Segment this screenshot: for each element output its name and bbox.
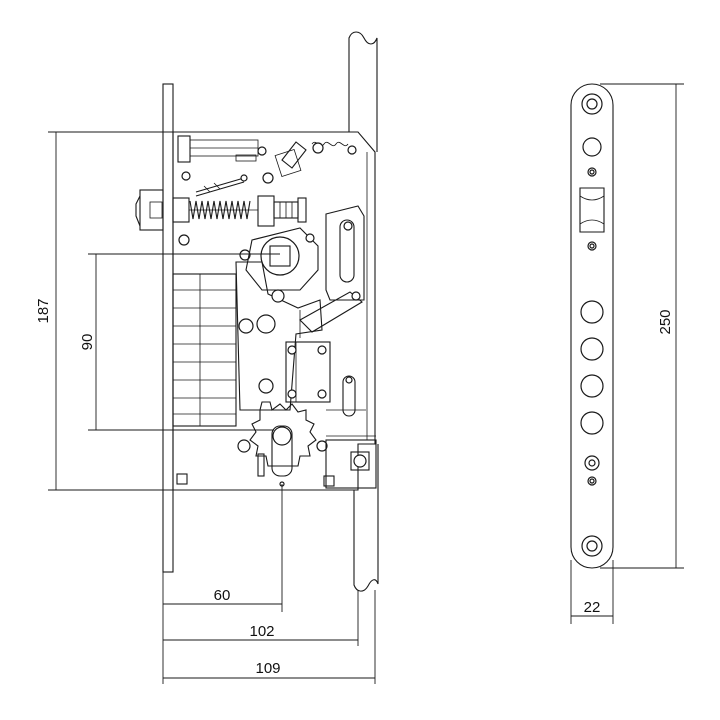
dimension-102: 102 xyxy=(163,590,359,646)
dim-250-text: 250 xyxy=(657,309,674,334)
dim-109-text: 109 xyxy=(255,660,280,677)
dimension-187: 187 xyxy=(35,131,173,491)
faceplate-view xyxy=(570,83,614,569)
door-edge-bottom xyxy=(353,444,379,592)
latch-bolt xyxy=(139,189,164,231)
dimension-60: 60 xyxy=(162,484,283,684)
door-edge-top xyxy=(348,31,378,152)
dim-22-text: 22 xyxy=(584,599,601,616)
lock-body-view xyxy=(135,31,379,592)
dimension-109: 109 xyxy=(163,590,376,684)
dim-187-text: 187 xyxy=(35,298,52,323)
lock-case-outline xyxy=(172,131,376,491)
follower-hub xyxy=(245,227,319,291)
mounting-block xyxy=(285,341,331,403)
cam-plate xyxy=(235,261,323,411)
latch-spring xyxy=(189,200,251,220)
latch-opening xyxy=(579,187,605,233)
deadbolt xyxy=(172,273,237,427)
dim-90-text: 90 xyxy=(79,334,96,351)
dimension-250: 250 xyxy=(600,83,684,569)
dim-60-text: 60 xyxy=(214,587,231,604)
faceplate-outline xyxy=(570,83,614,569)
forend-strip xyxy=(162,83,174,573)
key-cam xyxy=(249,401,317,467)
dimension-90: 90 xyxy=(79,253,280,431)
dim-102-text: 102 xyxy=(249,623,274,640)
dimension-22: 22 xyxy=(570,560,614,624)
